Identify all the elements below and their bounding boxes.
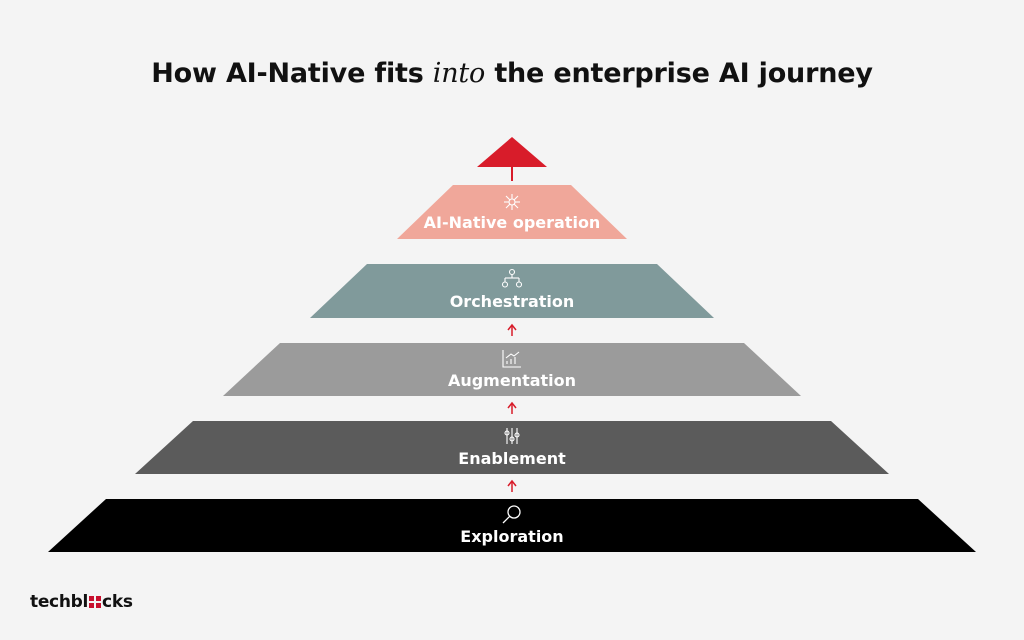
- arrow-up-icon: [507, 323, 517, 336]
- layer-band: [223, 343, 801, 396]
- network-nodes-icon: [504, 194, 520, 210]
- apex: [477, 137, 547, 181]
- techblocks-logo: techbl cks: [30, 592, 133, 612]
- layer-orchestration: Orchestration: [310, 264, 714, 318]
- layer-label: Exploration: [460, 527, 563, 546]
- layer-band: [135, 421, 889, 474]
- chart-growth-icon: [502, 350, 521, 368]
- logo-mark-icon: [89, 596, 102, 608]
- layer-enablement: Enablement: [135, 421, 889, 474]
- magnifier-icon: [502, 505, 521, 524]
- layer-label: Orchestration: [450, 292, 575, 311]
- layer-label: Enablement: [458, 449, 566, 468]
- layer-augmentation: Augmentation: [223, 343, 801, 396]
- layer-band: [48, 499, 976, 552]
- sliders-icon: [504, 428, 520, 444]
- arrow-up-icon: [507, 401, 517, 414]
- hierarchy-icon: [501, 268, 523, 288]
- title-part-2: the enterprise AI journey: [485, 58, 873, 89]
- title-part-1: How AI-Native fits: [151, 58, 433, 89]
- layer-ai-native-operation: AI-Native operation: [397, 185, 627, 239]
- logo-text-end: cks: [102, 592, 133, 612]
- layer-label: Augmentation: [448, 371, 576, 390]
- layer-exploration: Exploration: [48, 499, 976, 552]
- layer-label: AI-Native operation: [424, 213, 601, 232]
- title-emphasis: into: [432, 58, 486, 89]
- apex-arrow-icon: [477, 137, 547, 167]
- layer-band: [397, 185, 627, 239]
- layer-band: [310, 264, 714, 318]
- arrow-up-icon: [507, 479, 517, 492]
- logo-text-start: techbl: [30, 592, 89, 612]
- diagram-title: How AI-Native fits into the enterprise A…: [0, 58, 1024, 89]
